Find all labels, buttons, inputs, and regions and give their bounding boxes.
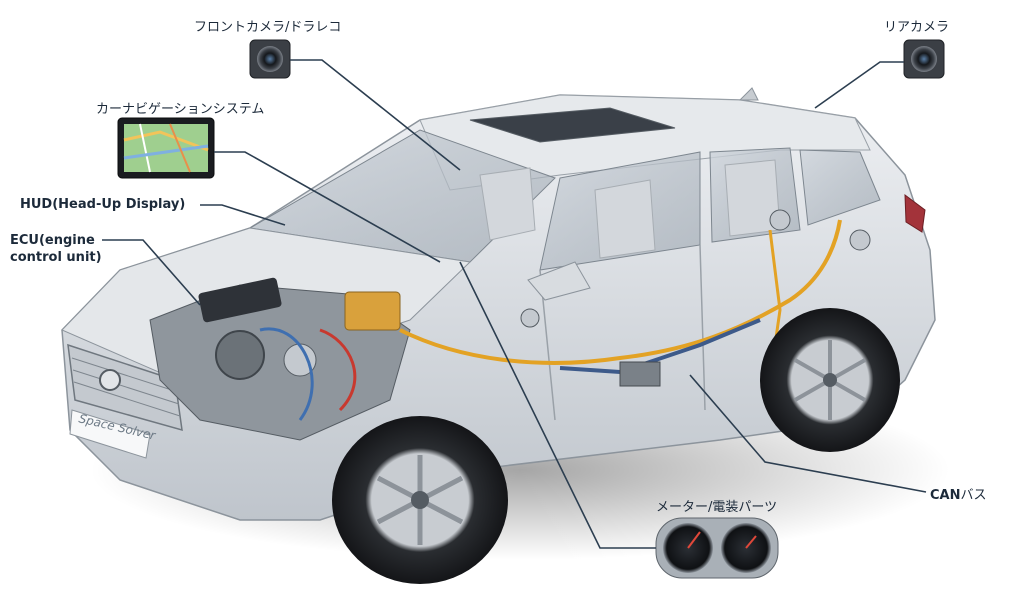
- navigation-label: カーナビゲーションシステム: [96, 102, 265, 117]
- rear-camera-icon: [903, 39, 945, 79]
- can-bus-label-suffix: バス: [960, 488, 987, 503]
- leader-meter: [459, 261, 656, 549]
- leader-hud: [200, 204, 286, 226]
- ecu-label-line2: control unit): [10, 250, 102, 265]
- engine-assembly: [149, 277, 411, 441]
- rear-wheel: [760, 308, 900, 452]
- meter-label: メーター/電装パーツ: [656, 500, 778, 515]
- leader-rear-camera: [814, 61, 904, 109]
- leader-navigation: [214, 151, 441, 263]
- leader-front-camera: [290, 59, 461, 171]
- ecu-label-line1: ECU(engine: [10, 233, 95, 248]
- front-camera-label: フロントカメラ/ドラレコ: [194, 20, 342, 35]
- front-camera-icon: [249, 39, 291, 79]
- navigation-screen-icon: [117, 117, 215, 179]
- leader-ecu: [102, 239, 201, 306]
- rear-camera-label: リアカメラ: [884, 20, 950, 35]
- meter-cluster-icon: [655, 517, 779, 579]
- wiring-harness: [399, 209, 871, 387]
- can-bus-label: CANバス: [930, 484, 987, 503]
- leader-lines: [102, 59, 927, 549]
- front-wheel: [332, 416, 508, 584]
- can-bus-label-prefix: CAN: [930, 488, 961, 503]
- hud-label: HUD(Head-Up Display): [20, 197, 186, 212]
- leader-can-bus: [689, 374, 927, 493]
